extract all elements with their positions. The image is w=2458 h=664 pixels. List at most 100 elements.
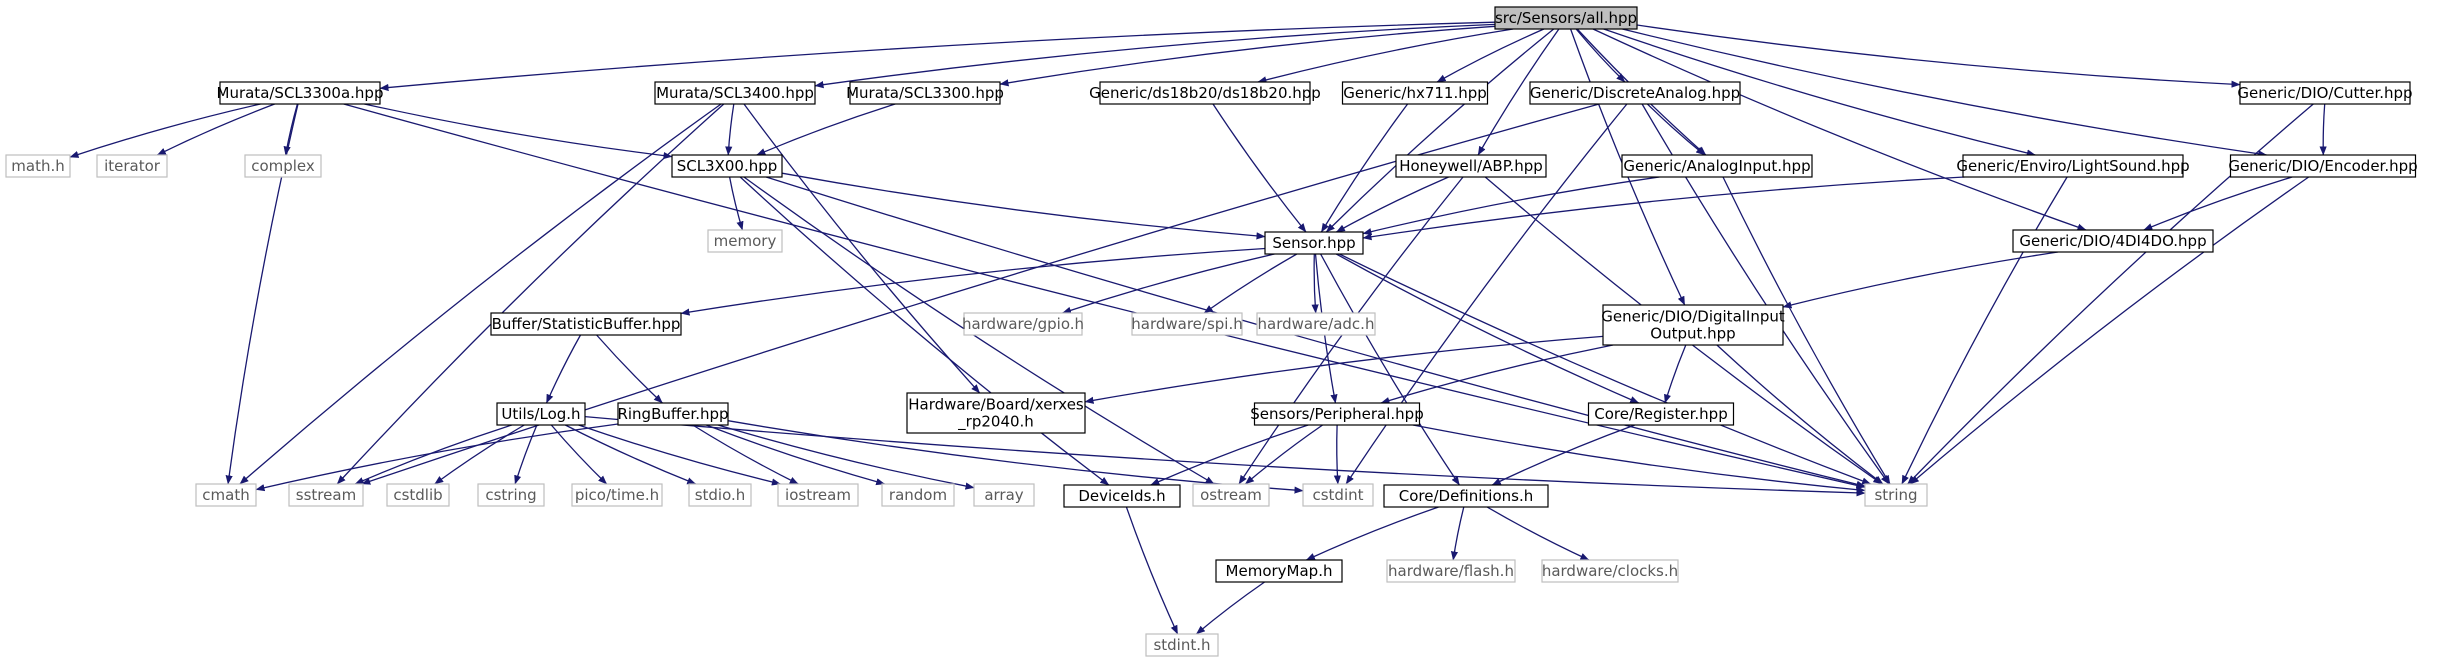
- edge-log-to-stdioh: [565, 424, 697, 485]
- node-discreteanalog[interactable]: Generic/DiscreteAnalog.hpp: [1529, 81, 1741, 105]
- node-analoginput[interactable]: Generic/AnalogInput.hpp: [1621, 154, 1813, 178]
- edge-all-to-scl3400: [814, 23, 1496, 89]
- node-hx711-label: Generic/hx711.hpp: [1343, 84, 1487, 102]
- node-deviceids-box: [1063, 484, 1181, 508]
- edge-honeywell-to-sensor: [1336, 176, 1449, 233]
- edge-coredefs-to-clocks: [1486, 506, 1590, 561]
- node-coredefs-box: [1383, 484, 1549, 508]
- edge-peripheral-to-ostream: [1244, 424, 1323, 485]
- node-digitalinput-label: Generic/DIO/DigitalInput: [1601, 308, 1785, 326]
- node-statbuf-box: [490, 312, 682, 336]
- edge-log-to-picotime: [550, 424, 608, 485]
- node-statbuf[interactable]: Buffer/StatisticBuffer.hpp: [490, 312, 682, 336]
- edge-scl3x00-to-sensor: [781, 172, 1266, 240]
- node-xerxes-box: [906, 392, 1086, 434]
- node-peripheral-box: [1253, 402, 1421, 426]
- edge-scl3300a-to-cmath: [225, 103, 299, 485]
- node-scl3x00[interactable]: SCL3X00.hpp: [671, 154, 783, 178]
- node-dio4di4do[interactable]: Generic/DIO/4DI4DO.hpp: [2012, 229, 2214, 253]
- node-ostream-box: [1192, 483, 1270, 507]
- edge-deviceids-to-stdint: [1125, 506, 1179, 635]
- node-honeywell[interactable]: Honeywell/ABP.hpp: [1395, 154, 1547, 178]
- node-mathh-label: math.h: [11, 157, 64, 175]
- node-encoder[interactable]: Generic/DIO/Encoder.hpp: [2228, 154, 2418, 178]
- node-array-label: array: [984, 486, 1023, 504]
- node-complex-label: complex: [251, 157, 315, 175]
- edge-scl3x00-to-memory: [728, 176, 744, 231]
- node-encoder-label: Generic/DIO/Encoder.hpp: [2228, 157, 2417, 175]
- edge-scl3300a-to-complex: [283, 103, 299, 156]
- node-iterator-box: [96, 154, 168, 178]
- node-cstdlib-label: cstdlib: [393, 486, 442, 504]
- node-scl3400-box: [654, 81, 816, 105]
- node-string-label: string: [1874, 486, 1917, 504]
- node-sensor[interactable]: Sensor.hpp: [1264, 231, 1364, 255]
- edge-peripheral-to-cstdint: [1333, 424, 1341, 485]
- node-ds18b20-box: [1099, 81, 1311, 105]
- node-lightsound[interactable]: Generic/Enviro/LightSound.hpp: [1956, 154, 2190, 178]
- edge-all-to-hx711: [1436, 28, 1545, 83]
- node-log-label: Utils/Log.h: [501, 405, 580, 423]
- node-adc: hardware/adc.h: [1256, 312, 1376, 336]
- edge-scl3300a-to-string: [343, 103, 1866, 489]
- node-spi: hardware/spi.h: [1131, 312, 1243, 336]
- edge-sensor-to-coredefs: [1320, 253, 1460, 486]
- edge-ringbuf-to-random: [706, 424, 886, 486]
- edge-scl3x00-to-ostream: [743, 176, 1215, 485]
- node-ringbuf[interactable]: RingBuffer.hpp: [617, 402, 729, 426]
- node-log[interactable]: Utils/Log.h: [496, 402, 586, 426]
- node-picotime-label: pico/time.h: [575, 486, 659, 504]
- node-memorymap[interactable]: MemoryMap.h: [1215, 559, 1343, 583]
- node-scl3300[interactable]: Murata/SCL3300.hpp: [846, 81, 1004, 105]
- node-cutter[interactable]: Generic/DIO/Cutter.hpp: [2237, 81, 2413, 105]
- node-scl3300a[interactable]: Murata/SCL3300a.hpp: [217, 81, 384, 105]
- edge-peripheral-to-string: [1412, 424, 1866, 494]
- edge-digitalinput-to-xerxes: [1084, 335, 1604, 404]
- node-gpio: hardware/gpio.h: [962, 312, 1084, 336]
- node-cmath-box: [195, 483, 257, 507]
- node-memory-box: [707, 229, 783, 253]
- edge-statbuf-to-log: [545, 334, 582, 404]
- edge-all-to-lightsound: [1603, 28, 2036, 157]
- node-hx711[interactable]: Generic/hx711.hpp: [1341, 81, 1489, 105]
- node-memorymap-label: MemoryMap.h: [1226, 562, 1333, 580]
- node-xerxes[interactable]: Hardware/Board/xerxes_rp2040.h: [906, 392, 1086, 434]
- node-memory-label: memory: [714, 232, 777, 250]
- node-register-label: Core/Register.hpp: [1594, 405, 1727, 423]
- edge-memorymap-to-stdint: [1195, 581, 1265, 635]
- node-deviceids-label: DeviceIds.h: [1078, 487, 1165, 505]
- node-encoder-box: [2229, 154, 2417, 178]
- node-statbuf-label: Buffer/StatisticBuffer.hpp: [492, 315, 681, 333]
- node-lightsound-box: [1962, 154, 2184, 178]
- node-scl3400[interactable]: Murata/SCL3400.hpp: [654, 81, 816, 105]
- node-iostream: iostream: [777, 483, 859, 507]
- node-stdioh-label: stdio.h: [695, 486, 746, 504]
- edge-ds18b20-to-sensor: [1212, 103, 1307, 233]
- edge-all-to-discreteanalog: [1575, 28, 1626, 83]
- node-ds18b20[interactable]: Generic/ds18b20/ds18b20.hpp: [1089, 81, 1321, 105]
- node-random-box: [881, 483, 955, 507]
- node-deviceids[interactable]: DeviceIds.h: [1063, 484, 1181, 508]
- node-iterator: iterator: [96, 154, 168, 178]
- node-peripheral[interactable]: Sensors/Peripheral.hpp: [1250, 402, 1424, 426]
- node-sstream-label: sstream: [296, 486, 356, 504]
- node-ds18b20-label: Generic/ds18b20/ds18b20.hpp: [1089, 84, 1321, 102]
- node-digitalinput-box: [1602, 304, 1784, 346]
- edge-scl3x00-to-deviceids: [739, 176, 1110, 486]
- node-honeywell-box: [1395, 154, 1547, 178]
- node-all[interactable]: src/Sensors/all.hpp: [1494, 6, 1638, 30]
- node-register[interactable]: Core/Register.hpp: [1587, 402, 1735, 426]
- node-xerxes-label: _rp2040.h: [957, 413, 1034, 432]
- node-flash: hardware/flash.h: [1386, 559, 1516, 583]
- edge-scl3x00-to-string: [765, 176, 1866, 488]
- node-string: string: [1864, 483, 1928, 507]
- edge-encoder-to-dio4di4do: [2143, 176, 2293, 231]
- node-gpio-label: hardware/gpio.h: [962, 315, 1084, 333]
- edge-log-to-sstream: [354, 424, 512, 485]
- edge-sensor-to-spi: [1203, 253, 1298, 314]
- node-coredefs[interactable]: Core/Definitions.h: [1383, 484, 1549, 508]
- node-scl3300a-label: Murata/SCL3300a.hpp: [217, 84, 384, 102]
- node-adc-box: [1256, 312, 1376, 336]
